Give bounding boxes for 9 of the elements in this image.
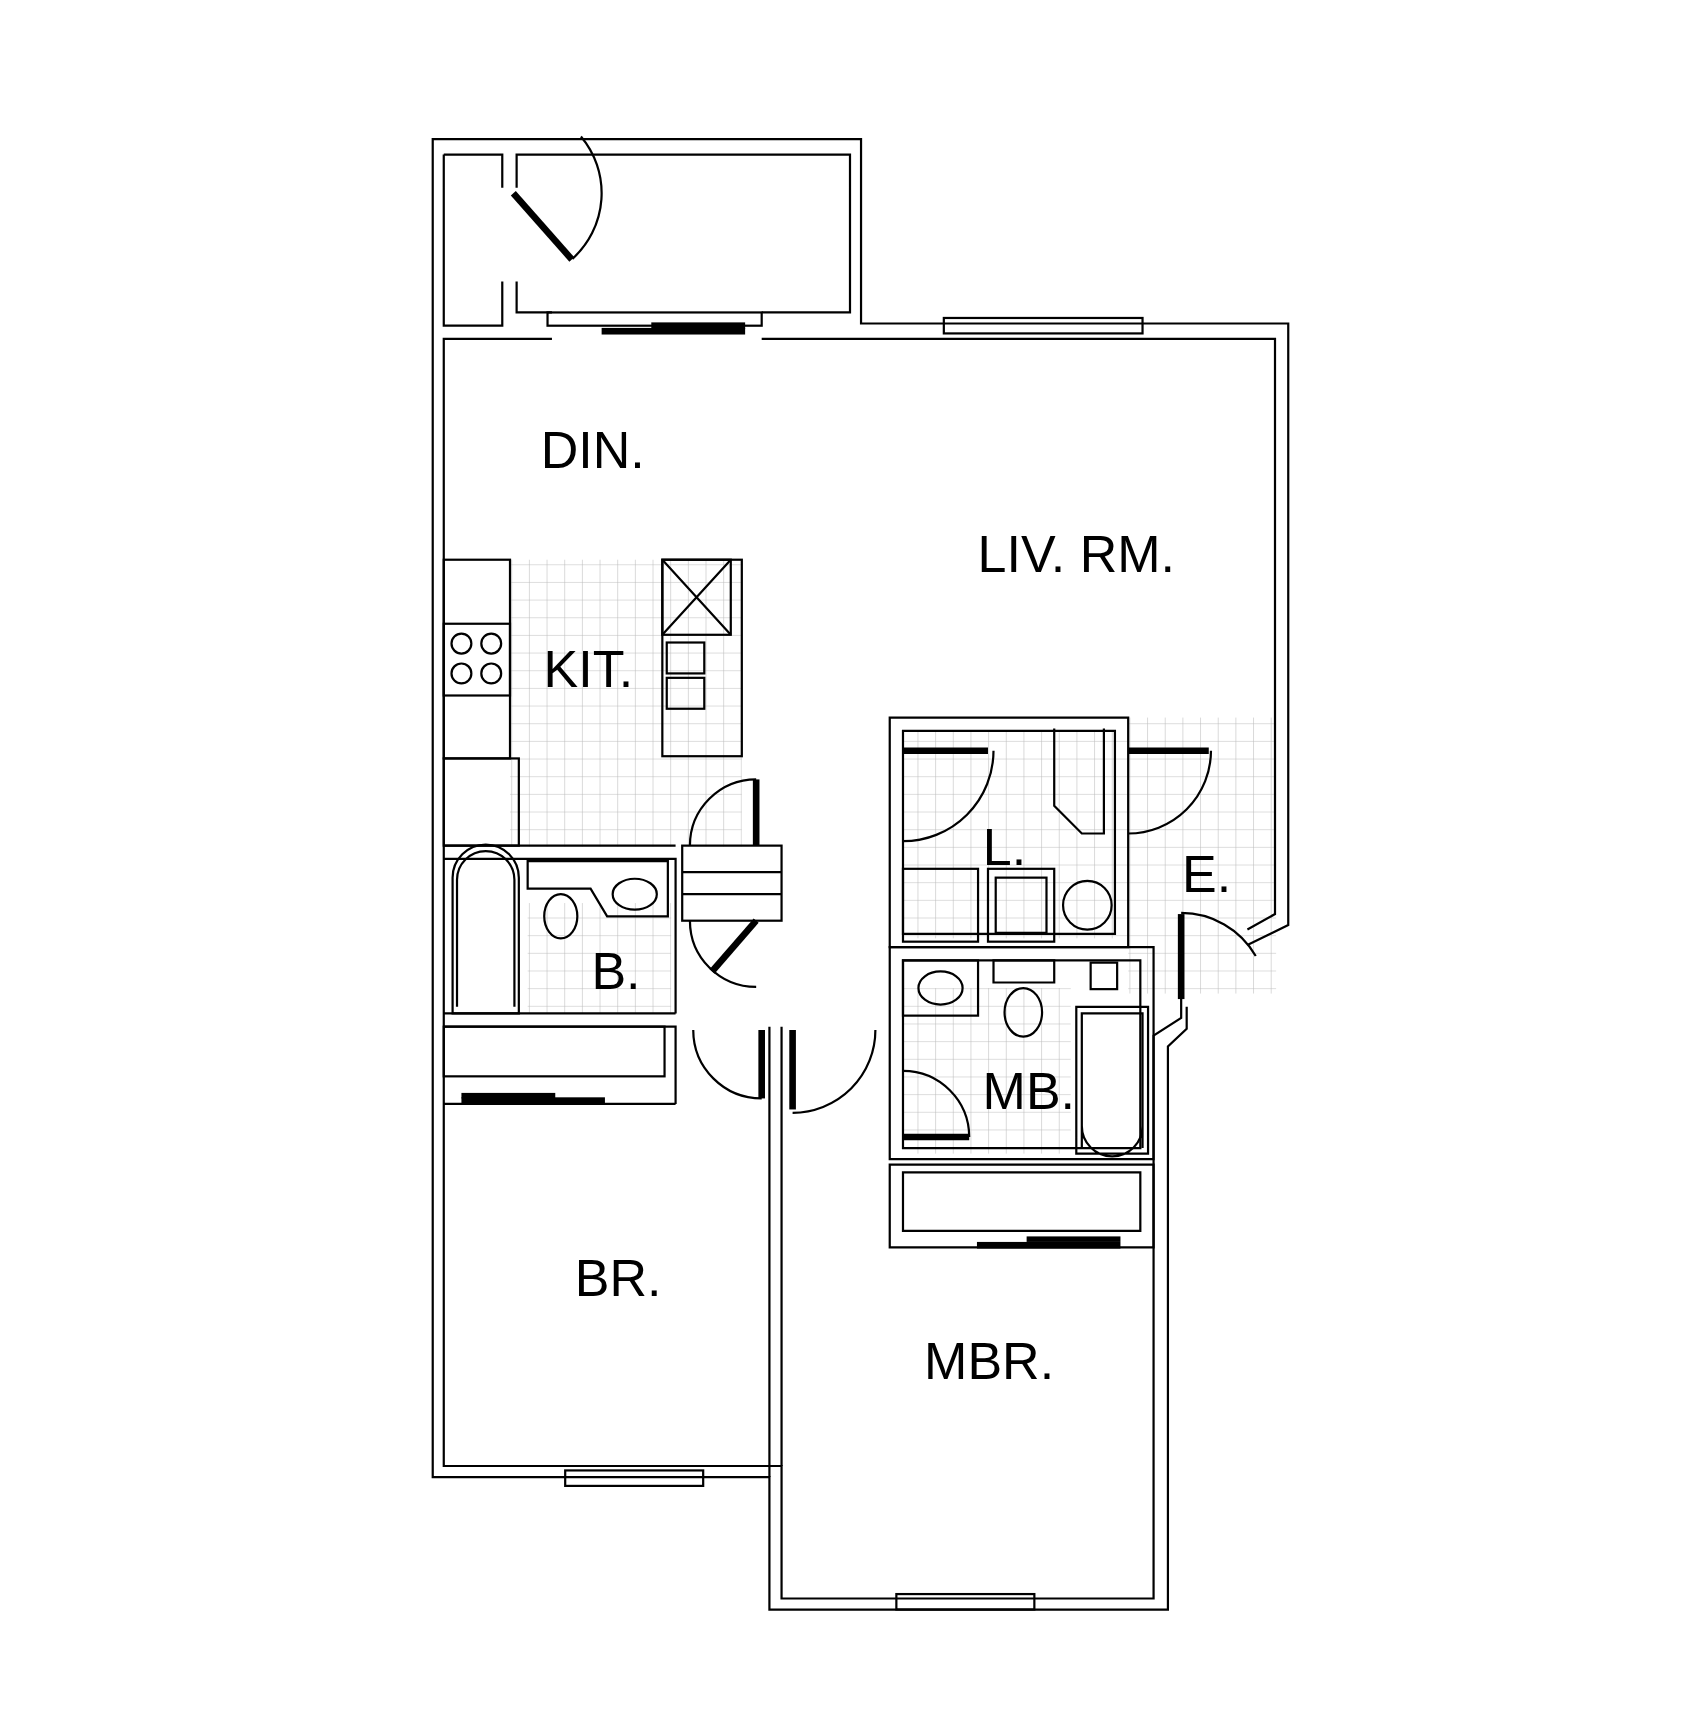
room-label: L. [982,820,1027,873]
room-label: MBR. [924,1335,1055,1388]
room-label: LIV. RM. [977,528,1176,581]
room-label: KIT. [543,642,634,695]
room-label: BR. [574,1252,662,1305]
room-label: E. [1182,848,1232,901]
room-label: B. [591,945,641,998]
room-label: MB. [982,1064,1076,1117]
room-label: DIN. [540,424,645,477]
